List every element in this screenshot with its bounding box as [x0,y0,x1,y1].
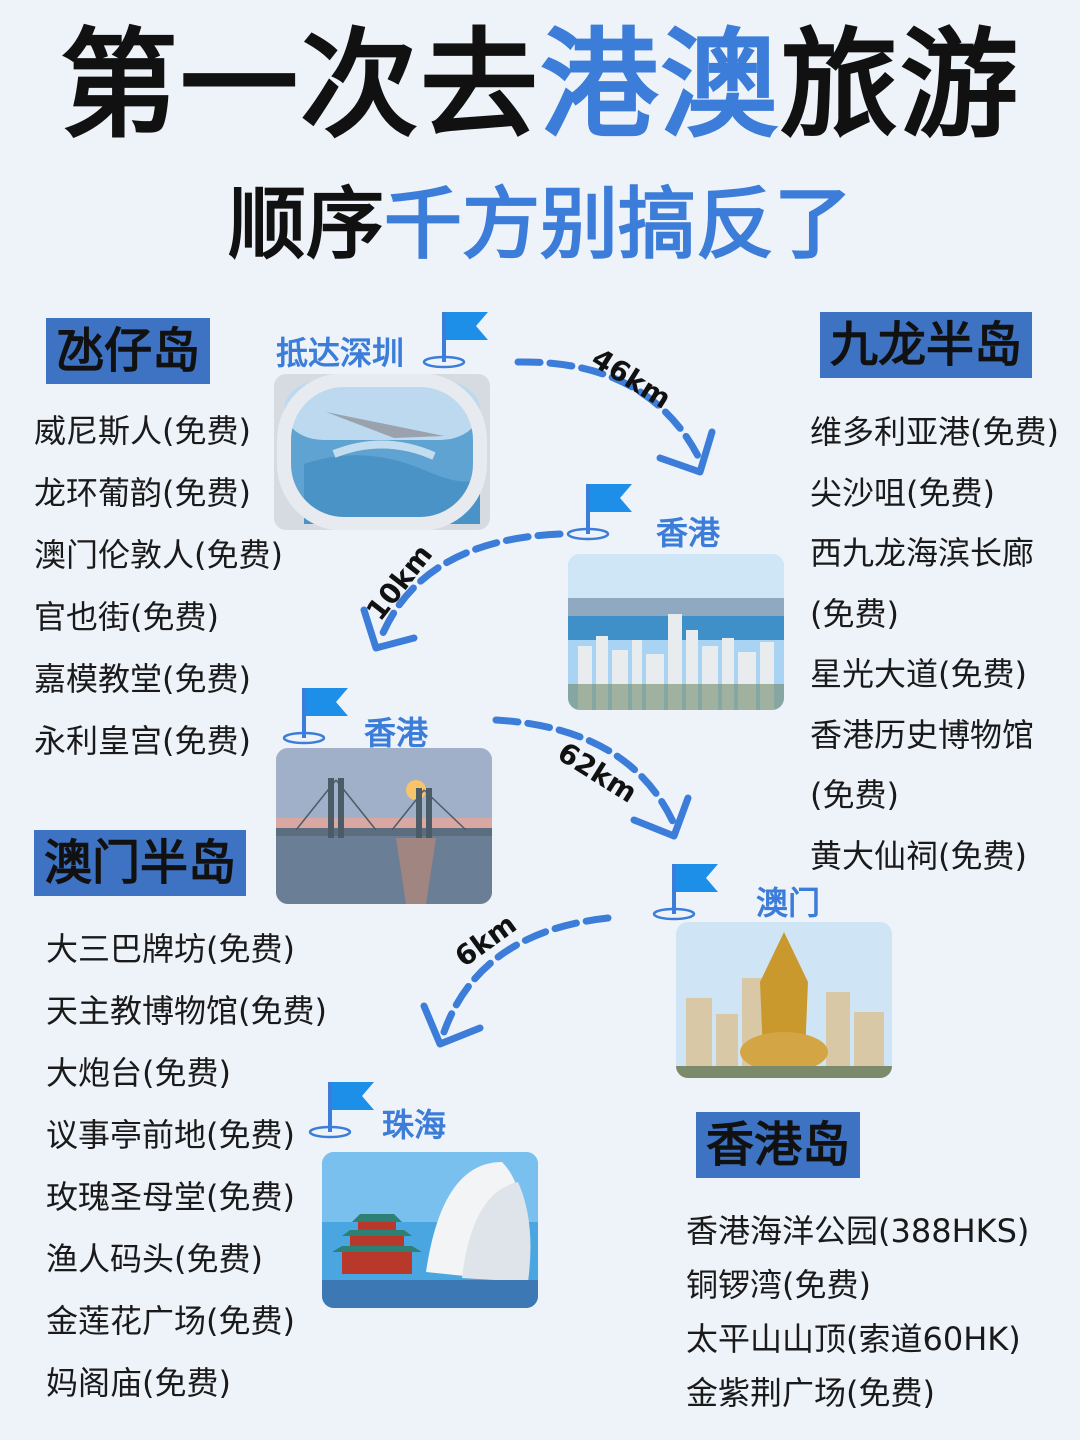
dashed-arrow [360,530,564,652]
list-item: 澳门伦敦人(免费) [34,536,283,574]
photo-bridge-sunset [276,748,492,904]
dashed-arrow [420,914,612,1048]
photo-plane-window [274,374,490,530]
list-item: 尖沙咀(免费) [810,473,995,512]
photo-zhuhai-opera [322,1152,538,1308]
dashed-arrow [514,358,716,476]
list-item: 维多利亚港(免费) [810,413,1059,451]
list-item: 金莲花广场(免费) [46,1302,295,1340]
list-item: 威尼斯人(免费) [34,412,251,450]
list-item: 永利皇宫(免费) [34,722,251,760]
list-item: 黄大仙祠(免费) [810,836,1027,875]
section-heading-hk-island: 香港岛 [696,1112,861,1178]
list-item: 天主教博物馆(免费) [46,992,327,1030]
list-item: 金紫荆广场(免费) [686,1374,935,1412]
list-item: 嘉模教堂(免费) [34,660,251,698]
list-item: 大三巴牌坊(免费) [46,930,295,968]
flag-icon [282,688,348,745]
flag-icon [422,312,488,369]
photo-macau-lisboa [676,922,892,1078]
list-macau-peninsula: 大三巴牌坊(免费) 天主教博物馆(免费) 大炮台(免费) 议事亭前地(免费) 玫… [46,918,327,1414]
list-item: 渔人码头(免费) [46,1240,263,1278]
page-title: 第一次去港澳旅游 [0,20,1080,150]
photo-hongkong-skyline [568,554,784,710]
list-item: 香港海洋公园(388HKS) [686,1212,1030,1250]
list-taipa: 威尼斯人(免费) 龙环葡韵(免费) 澳门伦敦人(免费) 官也街(免费) 嘉模教堂… [34,400,283,772]
subtitle-part2: 千方别搞反了 [384,180,853,270]
dashed-arrow [492,716,692,840]
flag-icon [652,864,718,921]
section-heading-taipa: 氹仔岛 [46,318,211,384]
list-item: 香港历史博物馆 [810,715,1035,754]
list-item: 玫瑰圣母堂(免费) [46,1178,295,1216]
list-item: 官也街(免费) [34,598,219,636]
list-item: 西九龙海滨长廊 [810,534,1035,572]
stop-label-hongkong: 香港 [656,514,721,552]
list-item: 议事亭前地(免费) [46,1116,295,1154]
list-item: 铜锣湾(免费) [686,1266,871,1304]
list-item: 妈阁庙(免费) [46,1364,231,1402]
title-part1: 第一次去 [59,16,540,154]
page-subtitle: 顺序千方别搞反了 [0,180,1080,270]
subtitle-part1: 顺序 [227,180,384,270]
flag-icon [308,1082,374,1139]
list-hk-island: 香港海洋公园(388HKS) 铜锣湾(免费) 太平山山顶(索道60HK) 金紫荆… [686,1204,1029,1420]
stop-label-shenzhen: 抵达深圳 [276,334,405,372]
list-item: (免费) [810,776,899,814]
list-item: 太平山山顶(索道60HK) [686,1320,1021,1358]
list-item: 星光大道(免费) [810,655,1027,693]
section-heading-macau-peninsula: 澳门半岛 [34,830,247,896]
stop-label-zhuhai: 珠海 [382,1106,447,1144]
list-kowloon: 维多利亚港(免费) 尖沙咀(免费) 西九龙海滨长廊 (免费) 星光大道(免费) … [810,402,1059,886]
stop-label-hongkong-2: 香港 [364,714,429,752]
list-item: (免费) [810,594,899,633]
title-part2: 港澳 [539,16,780,154]
stop-label-macau: 澳门 [756,884,821,922]
list-item: 大炮台(免费) [46,1054,231,1092]
section-heading-kowloon: 九龙半岛 [820,312,1033,378]
list-item: 龙环葡韵(免费) [34,474,251,512]
title-part3: 旅游 [780,16,1021,154]
flag-icon [566,484,632,541]
